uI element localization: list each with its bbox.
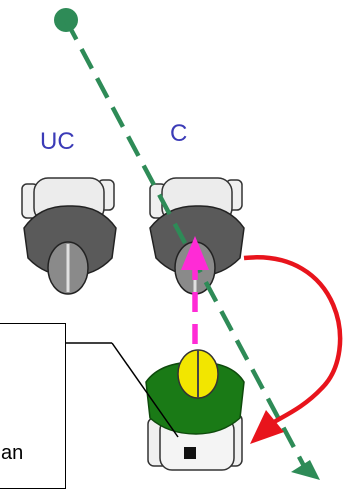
green-dashed-route [64, 18, 307, 470]
callout-pointer-line [111, 342, 179, 438]
defender-uc-icon [21, 177, 117, 295]
magenta-arrowhead [181, 236, 209, 270]
callout-box: an [0, 323, 66, 489]
callout-text: an [1, 442, 24, 464]
red-curved-arrow [243, 255, 343, 424]
red-arrowhead [250, 410, 284, 444]
label-c: C [170, 120, 188, 147]
label-uc: UC [40, 128, 75, 155]
green-route-arrowhead [291, 460, 320, 480]
offensive-player-icon [145, 349, 245, 471]
